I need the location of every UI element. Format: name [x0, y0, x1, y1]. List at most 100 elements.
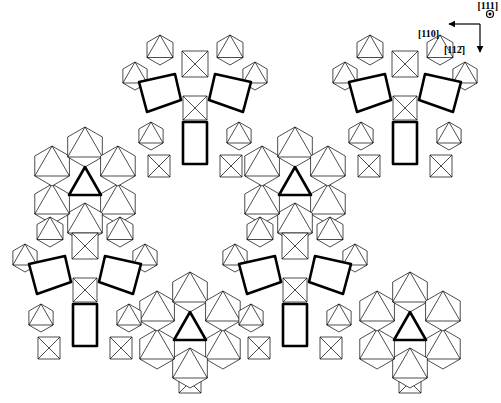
octahedron: [107, 217, 133, 247]
octahedron: [72, 233, 98, 259]
bold-arm: [99, 256, 141, 294]
octahedron-edge: [278, 203, 295, 233]
bold-arm: [29, 256, 71, 294]
octahedron-edge: [443, 329, 460, 359]
octahedron-edge: [183, 96, 207, 120]
octahedron-edge: [206, 329, 223, 359]
octahedron-edge: [107, 239, 133, 240]
octahedron: [239, 304, 263, 332]
octahedron-edge: [85, 203, 102, 233]
octahedron-edge: [41, 304, 53, 325]
octahedron-edge: [85, 127, 102, 157]
octahedron-edge: [73, 278, 97, 302]
octahedron-edge: [117, 325, 141, 326]
octahedron: [29, 304, 53, 332]
octahedron-edge: [283, 278, 307, 302]
octahedron-edge: [101, 184, 118, 214]
octahedron-edge: [393, 96, 417, 120]
octahedron-edge: [38, 337, 60, 359]
octahedron-edge: [410, 348, 427, 378]
octahedron-edge: [73, 278, 97, 302]
octahedron-edge: [120, 217, 133, 240]
octahedron-edge: [52, 184, 69, 214]
octahedron-edge: [217, 57, 243, 58]
octahedron-edge: [38, 337, 60, 359]
octahedron: [283, 278, 307, 302]
octahedron-edge: [147, 35, 160, 58]
octahedron: [227, 122, 251, 150]
octahedron-edge: [311, 184, 328, 214]
octahedron-edge: [355, 244, 367, 265]
octahedron-edge: [283, 278, 307, 302]
octahedron-edge: [278, 127, 295, 157]
octahedron-edge: [333, 62, 345, 83]
octahedron-edge: [117, 304, 129, 325]
octahedron-edge: [248, 337, 270, 359]
octahedron-edge: [29, 325, 53, 326]
octahedron-edge: [140, 329, 157, 359]
octahedron: [437, 122, 461, 150]
bold-arm: [209, 74, 251, 112]
octahedron: [68, 127, 103, 167]
octahedron-edge: [227, 143, 251, 144]
octahedron-edge: [157, 329, 174, 359]
octahedron-edge: [72, 233, 98, 259]
octahedron-edge: [13, 244, 25, 265]
axis-label: [110]: [418, 28, 439, 40]
octahedron-edge: [148, 155, 170, 177]
bold-arm: [139, 74, 181, 112]
octahedron-edge: [206, 291, 223, 321]
octahedron-edge: [157, 291, 174, 321]
octahedron-edge: [437, 143, 461, 144]
octahedron-edge: [35, 184, 52, 214]
octahedron-edge: [140, 359, 175, 360]
octahedron: [220, 155, 242, 177]
bold-triangle: [394, 312, 426, 340]
octahedron-edge: [37, 239, 63, 240]
octahedron-edge: [449, 122, 461, 143]
octahedron-edge: [145, 244, 157, 265]
octahedron-edge: [223, 244, 235, 265]
octahedron-edge: [182, 51, 208, 77]
bold-arm: [349, 74, 391, 112]
octahedron-edge: [255, 62, 267, 83]
octahedron-edge: [377, 329, 394, 359]
octahedron-edge: [29, 304, 41, 325]
octahedron: [311, 146, 346, 186]
octahedron-edge: [183, 96, 207, 120]
octahedron-edge: [220, 155, 242, 177]
octahedron-edge: [245, 184, 262, 214]
octahedron-edge: [360, 329, 377, 359]
octahedron-edge: [173, 272, 190, 302]
polyhedra: [13, 35, 477, 393]
octahedron-edge: [311, 214, 346, 215]
bold-triangle: [279, 167, 311, 195]
octahedron-edge: [190, 272, 207, 302]
octahedron-edge: [262, 146, 279, 176]
axis-arrow: [479, 24, 480, 52]
octahedron-edge: [139, 143, 163, 144]
octahedron: [360, 329, 395, 369]
octahedron-edge: [295, 127, 312, 157]
octahedron: [206, 291, 241, 331]
bold-arm: [183, 122, 207, 164]
octahedron-edge: [223, 329, 240, 359]
octahedron-edge: [118, 184, 135, 214]
octahedron: [358, 155, 380, 177]
octahedron-edge: [393, 272, 410, 302]
octahedron-edge: [140, 291, 157, 321]
octahedron-edge: [360, 291, 377, 321]
octahedron-edge: [245, 146, 262, 176]
bold-arm: [283, 304, 307, 346]
octahedron-edge: [217, 35, 230, 58]
octahedron: [393, 348, 428, 388]
octahedron-edge: [173, 302, 208, 303]
octahedron-edge: [392, 51, 418, 77]
octahedron-edge: [245, 214, 280, 215]
octahedron-edge: [262, 184, 279, 214]
octahedron-edge: [278, 157, 313, 158]
octahedron: [430, 155, 452, 177]
octahedron-edge: [245, 176, 280, 177]
octahedron: [217, 35, 243, 65]
